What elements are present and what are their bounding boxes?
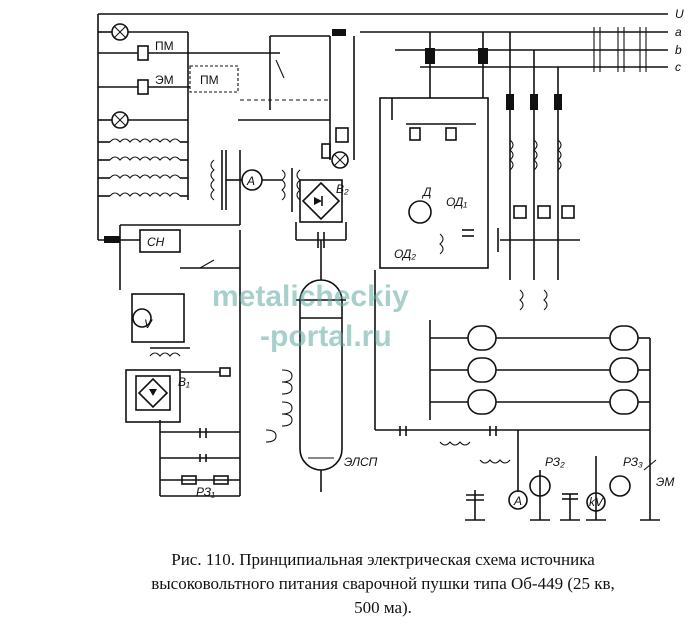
rz1-label: РЗ₁ — [196, 485, 215, 499]
pm-coil-label: ПМ — [155, 39, 174, 53]
caption-line-1: Рис. 110. Принципиальная электрическая с… — [171, 550, 595, 569]
electron-gun — [265, 240, 346, 492]
watermark-line-1: metalicheckiy — [212, 280, 409, 313]
bus-label-u: U — [675, 7, 684, 21]
watermark-line-2: -portal.ru — [260, 320, 392, 353]
signal-lamp-mid — [111, 111, 129, 129]
hv-relay-block — [321, 29, 355, 169]
voltage-stabilizer — [119, 150, 241, 290]
heater-windings — [98, 138, 188, 197]
b1-label: В₁ — [178, 375, 190, 389]
control-panel: ПМ ЭМ ПМ — [97, 14, 330, 243]
sn-label: СН — [147, 235, 165, 249]
em-right-label: ЭМ — [656, 475, 674, 489]
filament-transformer — [210, 150, 301, 212]
signal-lamp-top — [111, 23, 129, 41]
b2-label: В₂ — [336, 182, 349, 196]
pm-box-label: ПМ — [200, 73, 219, 87]
bus-label-a: a — [675, 25, 682, 39]
d-label: Д — [421, 185, 432, 199]
voltmeter-label: V — [144, 317, 153, 331]
supply-buses — [98, 13, 668, 72]
hv-tubes — [429, 320, 651, 430]
bus-label-c: c — [675, 60, 681, 74]
three-phase-group — [497, 32, 580, 311]
rz3-label: РЗ₃ — [623, 455, 643, 469]
od1-label: ОД₁ — [446, 195, 467, 209]
caption-line-2: высоковольтного питания сварочной пушки … — [151, 574, 615, 593]
schematic-diagram: U a b c ПМ ЭМ ПМ — [97, 7, 684, 521]
rectifier-b1-section — [125, 230, 241, 497]
motor-relay-block — [379, 32, 489, 269]
kv-meter-label: kV — [589, 495, 604, 509]
caption-line-3: 500 ма). — [354, 598, 412, 617]
measurement-circuit — [374, 270, 660, 521]
figure-caption: Рис. 110. Принципиальная электрическая с… — [80, 548, 686, 620]
rz2-label: РЗ₂ — [545, 455, 565, 469]
em-coil-label: ЭМ — [155, 73, 174, 87]
elsp-label: ЭЛСП — [344, 455, 378, 469]
bus-label-b: b — [675, 43, 682, 57]
ammeter-label: A — [246, 174, 255, 188]
od2-label: ОД₂ — [394, 247, 416, 261]
ammeter-bottom-label: A — [513, 494, 522, 508]
